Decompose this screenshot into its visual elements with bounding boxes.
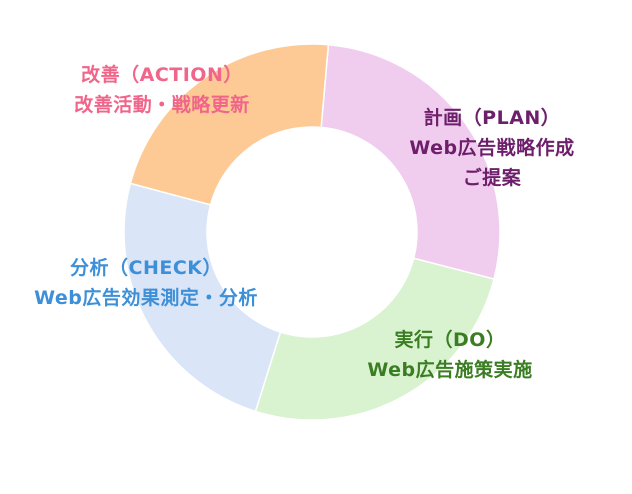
label-plan: 計画（PLAN） Web広告戦略作成 ご提案 bbox=[409, 103, 574, 193]
segment-plan bbox=[320, 43, 501, 280]
segment-action bbox=[129, 43, 330, 206]
plan-title: 計画（PLAN） bbox=[423, 107, 561, 129]
check-line: Web広告効果測定・分析 bbox=[34, 287, 258, 309]
plan-line-2: ご提案 bbox=[462, 167, 522, 189]
segment-check bbox=[123, 182, 282, 413]
label-action: 改善（ACTION） 改善活動・戦略更新 bbox=[74, 60, 250, 120]
check-title: 分析（CHECK） bbox=[70, 257, 222, 279]
do-title: 実行（DO） bbox=[394, 329, 506, 351]
plan-line-1: Web広告戦略作成 bbox=[409, 137, 575, 159]
action-line: 改善活動・戦略更新 bbox=[74, 94, 250, 116]
label-check: 分析（CHECK） Web広告効果測定・分析 bbox=[34, 253, 258, 313]
segment-do bbox=[254, 257, 495, 421]
do-line: Web広告施策実施 bbox=[367, 359, 533, 381]
action-title: 改善（ACTION） bbox=[81, 64, 243, 86]
label-do: 実行（DO） Web広告施策実施 bbox=[367, 325, 532, 385]
